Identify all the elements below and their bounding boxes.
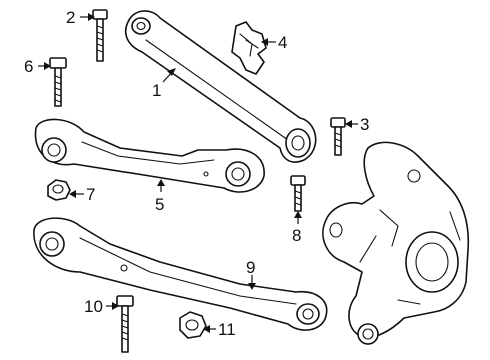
part-nut-7 [47, 179, 71, 201]
part-lower-long-arm-9 [33, 217, 328, 331]
callout-1: 1 [152, 81, 161, 100]
part-knuckle [322, 141, 470, 345]
callout-9: 9 [246, 258, 255, 277]
callout-8: 8 [292, 226, 301, 245]
part-bolt-6 [49, 57, 67, 107]
callout-7: 7 [86, 185, 95, 204]
callout-3: 3 [360, 115, 369, 134]
callout-labels: 1 2 3 4 5 6 7 8 9 10 11 [24, 8, 369, 339]
callout-5: 5 [155, 195, 164, 214]
callout-2: 2 [66, 8, 75, 27]
part-bolt-2 [92, 9, 108, 62]
part-nut-11 [179, 311, 207, 339]
part-bolt-8 [290, 175, 306, 212]
callout-11: 11 [218, 320, 236, 339]
part-bracket-4 [231, 21, 267, 75]
part-upper-control-arm [124, 10, 317, 163]
callout-6: 6 [24, 57, 33, 76]
callout-4: 4 [278, 33, 287, 52]
callout-10: 10 [84, 297, 103, 316]
part-bolt-10 [116, 295, 134, 353]
part-bolt-3 [330, 117, 346, 156]
leader-lines [38, 13, 358, 333]
part-lower-arm-5 [34, 118, 265, 193]
